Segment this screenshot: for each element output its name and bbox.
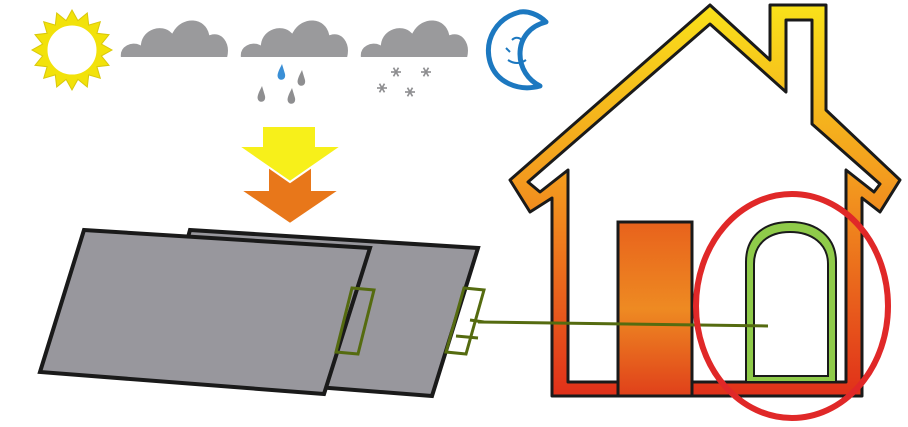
sunlight-arrow-icon [234, 125, 346, 226]
snowflake-icon [377, 67, 431, 97]
house-outline [508, 3, 902, 398]
boiler-tank [616, 220, 694, 398]
snowflake-stroke [406, 87, 414, 97]
rain-cloud-icon [238, 18, 350, 104]
highlight-circle [693, 191, 891, 421]
cloud-icon [118, 18, 230, 59]
snowflake-stroke [378, 83, 386, 93]
snowflake-stroke [392, 67, 400, 77]
raindrop-icon [257, 64, 306, 104]
door-icon [745, 220, 837, 383]
snow-cloud-icon [358, 18, 470, 97]
sun-icon [30, 8, 114, 92]
snowflake-stroke [422, 67, 430, 77]
moon-icon [486, 9, 549, 91]
solar-panel-front [37, 227, 373, 397]
heating-pipe [477, 320, 769, 328]
